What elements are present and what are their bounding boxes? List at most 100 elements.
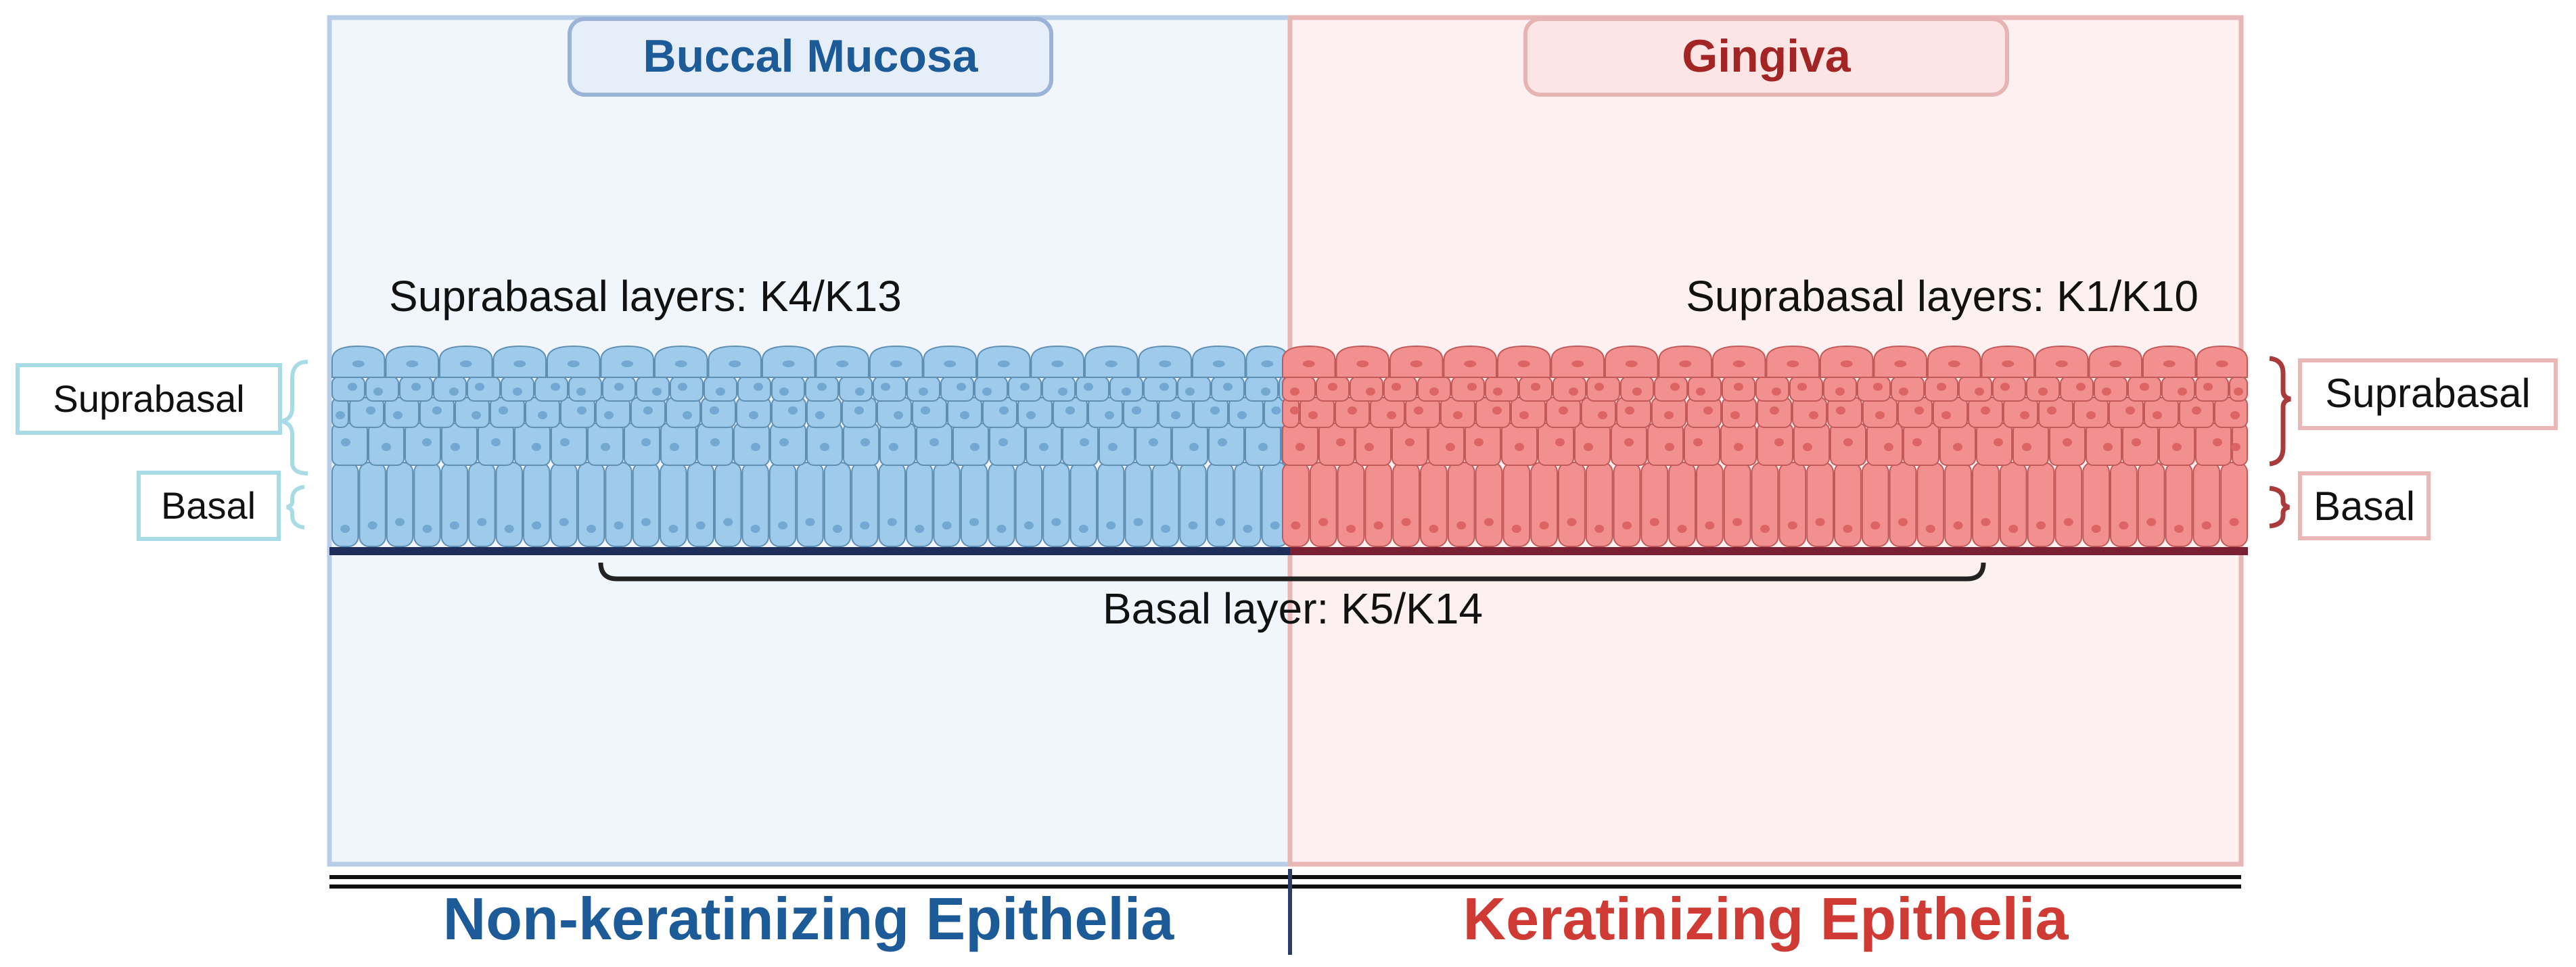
basal-cell <box>632 462 660 547</box>
cell-nucleus <box>1106 521 1116 529</box>
cell-nucleus <box>678 383 687 391</box>
cell-nucleus <box>643 406 653 415</box>
cell-nucleus <box>1884 443 1893 451</box>
cell-nucleus <box>1770 406 1779 415</box>
cell-nucleus <box>1464 360 1477 367</box>
suprabasal-cell <box>2003 397 2038 428</box>
right-suprabasal-label: Suprabasal <box>2325 371 2531 416</box>
cell-nucleus <box>2234 387 2243 396</box>
cell-nucleus <box>1734 443 1743 451</box>
basal-cell <box>331 462 359 547</box>
cell-nucleus <box>586 525 597 533</box>
suprabasal-cell <box>1574 423 1611 466</box>
basal-cell <box>1124 462 1152 547</box>
cell-nucleus <box>1159 383 1169 391</box>
basal-cell <box>1234 462 1262 547</box>
basal-cell <box>550 462 578 547</box>
basal-cell <box>1972 462 2000 547</box>
cell-nucleus <box>1875 411 1885 419</box>
suprabasal-cell <box>1958 376 1992 402</box>
cell-nucleus <box>340 525 350 533</box>
cell-nucleus <box>1051 360 1064 367</box>
cell-nucleus <box>1953 521 1963 529</box>
cell-nucleus <box>551 383 560 391</box>
suprabasal-cell <box>974 376 1008 402</box>
cell-nucleus <box>1705 521 1715 529</box>
suprabasal-cell <box>1099 423 1135 466</box>
basal-cell <box>1944 462 1972 547</box>
basal-cell <box>1640 462 1669 547</box>
suprabasal-cell <box>1755 376 1789 402</box>
basal-cell <box>1530 462 1558 547</box>
basal-cell <box>2027 462 2055 547</box>
suprabasal-cell <box>1647 423 1684 466</box>
basal-cell <box>1015 462 1043 547</box>
basal-cell <box>1502 462 1531 547</box>
cell-nucleus <box>751 443 760 451</box>
cell-nucleus <box>919 387 928 396</box>
suprabasal-cell <box>660 423 697 466</box>
cell-nucleus <box>1679 360 1692 367</box>
left-basal-label: Basal <box>161 484 256 527</box>
cell-nucleus <box>382 443 391 451</box>
cell-nucleus <box>1456 521 1467 529</box>
basal-cell <box>495 462 523 547</box>
cell-nucleus <box>1665 443 1674 451</box>
cell-nucleus <box>513 387 522 396</box>
cell-nucleus <box>710 438 720 446</box>
basal-cell <box>1751 462 1779 547</box>
basal-layer-bracket <box>598 562 1986 582</box>
cell-nucleus <box>1843 525 1853 533</box>
cell-nucleus <box>2055 360 2068 367</box>
cell-nucleus <box>1625 360 1638 367</box>
suprabasal-cell <box>2013 423 2049 466</box>
cell-nucleus <box>1290 406 1300 415</box>
left-suprabasal-keratin-label: Suprabasal layers: K4/K13 <box>389 272 902 321</box>
basal-cell <box>1723 462 1751 547</box>
cell-nucleus <box>1732 518 1743 526</box>
cell-nucleus <box>2076 383 2086 391</box>
cell-nucleus <box>1948 360 1960 367</box>
cell-nucleus <box>1649 518 1659 526</box>
cell-nucleus <box>1058 387 1067 396</box>
right-suprabasal-keratin-label: Suprabasal layers: K1/K10 <box>1686 272 2199 321</box>
suprabasal-cell <box>1088 397 1123 428</box>
basal-cell <box>1392 462 1420 547</box>
basal-cell <box>2110 462 2138 547</box>
cell-nucleus <box>1210 406 1220 415</box>
basal-cell <box>1447 462 1475 547</box>
cell-nucleus <box>1295 443 1305 451</box>
cell-nucleus <box>2086 411 2096 419</box>
basal-cell <box>2220 462 2248 547</box>
cell-nucleus <box>1787 360 1799 367</box>
basal-cell <box>413 462 441 547</box>
basal-cell <box>2137 462 2165 547</box>
cell-nucleus <box>1271 406 1281 415</box>
cell-nucleus <box>881 383 890 391</box>
cell-nucleus <box>1446 443 1455 451</box>
basal-cell <box>714 462 742 547</box>
cell-nucleus <box>944 360 957 367</box>
basal-cell <box>988 462 1015 547</box>
cell-nucleus <box>560 438 570 446</box>
gingiva-title: Gingiva <box>1682 30 1852 82</box>
cell-nucleus <box>1632 387 1642 396</box>
cell-nucleus <box>1531 383 1540 391</box>
basal-cell <box>386 462 414 547</box>
basal-cell <box>768 462 797 547</box>
cell-nucleus <box>817 383 827 391</box>
basal-cell <box>960 462 988 547</box>
cell-nucleus <box>406 360 419 367</box>
cell-nucleus <box>2192 406 2201 415</box>
suprabasal-cell <box>879 423 916 466</box>
suprabasal-cell <box>514 423 551 466</box>
left-basal-bracket <box>286 485 305 529</box>
cell-nucleus <box>2063 518 2073 526</box>
cell-nucleus <box>1809 411 1818 419</box>
cell-nucleus <box>1429 525 1439 533</box>
cell-nucleus <box>1291 521 1301 529</box>
cell-nucleus <box>601 443 610 451</box>
basal-cell <box>1475 462 1503 547</box>
cell-nucleus <box>1734 383 1743 391</box>
cell-nucleus <box>1373 521 1383 529</box>
